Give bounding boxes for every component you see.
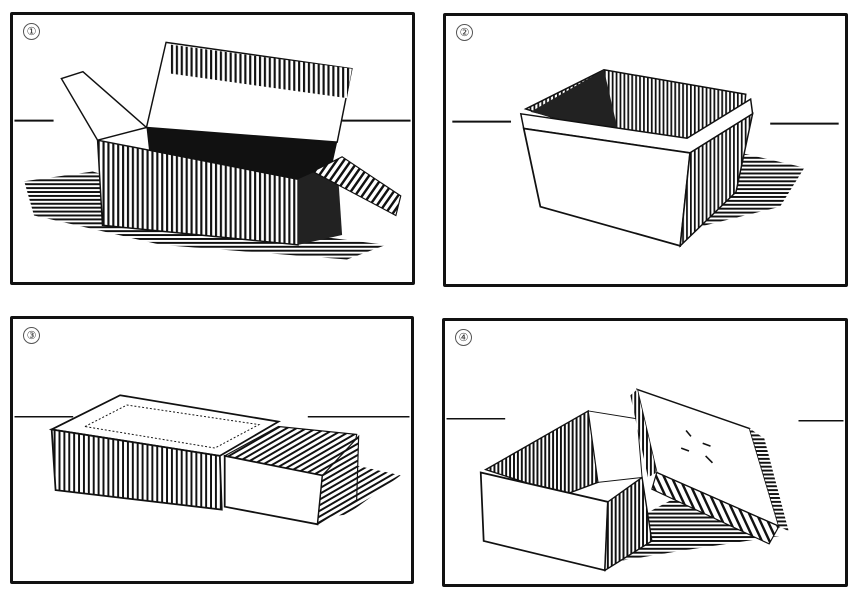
lid-inscription-marks (680, 430, 714, 464)
panel-number-label: ④ (455, 329, 472, 346)
open-flap-box-illustration (14, 41, 411, 260)
tray-box-illustration (452, 69, 839, 248)
matchbox-illustration (14, 394, 410, 526)
panel-number-label: ① (23, 23, 40, 40)
lidded-box-illustration (446, 388, 844, 572)
panel-1-open-flap-box: ① (10, 12, 415, 285)
panel-4-lidded-box: ④ (442, 318, 848, 587)
panel-number-label: ③ (23, 327, 40, 344)
panel-number-label: ② (456, 24, 473, 41)
panel-2-tray-box: ② (443, 13, 848, 287)
panel-3-matchbox: ③ (10, 316, 414, 584)
